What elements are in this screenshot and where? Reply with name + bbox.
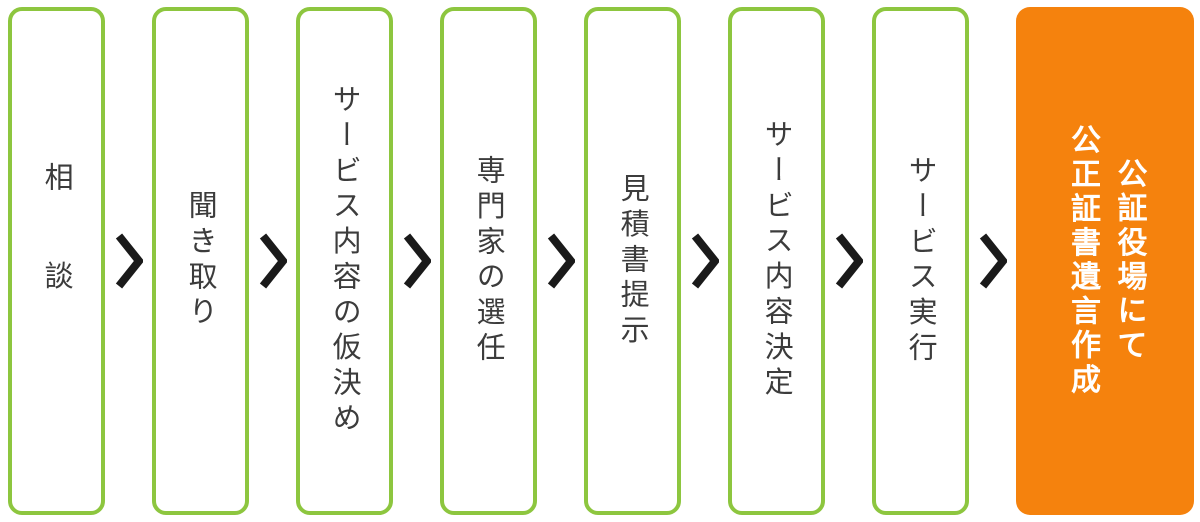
step-hearing: 聞き取り [152,7,249,515]
step-notarized-will-creation: 公証役場にて 公正証書遺言作成 [1016,7,1194,515]
step-notarized-will-creation-label: 公証役場にて 公正証書遺言作成 [1065,124,1147,398]
step-estimate-presentation: 見積書提示 [584,7,681,515]
step-consultation: 相談 [8,7,105,515]
step-service-tentative-decision-label: サービス内容の仮決め [328,84,363,438]
flow-arrow-icon [393,7,440,515]
flow-arrow-icon [105,7,152,515]
flow-arrow-icon [825,7,872,515]
flow-arrow-icon [249,7,296,515]
flow-arrow-icon [537,7,584,515]
step-consultation-label: 相談 [40,162,75,360]
step-expert-selection-label: 専門家の選任 [472,154,507,368]
flow-arrow-icon [969,7,1016,515]
step-hearing-label: 聞き取り [184,190,219,332]
flow-arrow-icon [681,7,728,515]
step-service-decision-label: サービス内容決定 [760,119,795,403]
step-expert-selection: 専門家の選任 [440,7,537,515]
step-service-execution-label: サービス実行 [904,154,939,368]
step-service-execution: サービス実行 [872,7,969,515]
step-service-tentative-decision: サービス内容の仮決め [296,7,393,515]
step-estimate-presentation-label: 見積書提示 [616,172,651,350]
step-service-decision: サービス内容決定 [728,7,825,515]
